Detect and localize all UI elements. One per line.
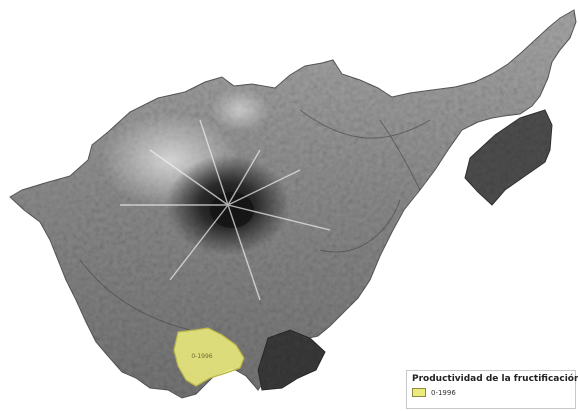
ridge-lines — [120, 119, 331, 301]
terrain-block-east — [464, 109, 553, 206]
legend-item: 0-1996 — [412, 388, 570, 397]
zone-label: 0-1996 — [191, 353, 212, 360]
island-terrain — [9, 9, 577, 399]
legend-title: Productividad de la fructificación — [412, 374, 578, 384]
legend-item-label: 0-1996 — [431, 388, 456, 397]
map-legend: Productividad de la fructificación 0-199… — [406, 370, 578, 409]
legend-swatch-yellow — [412, 388, 426, 397]
terrain-block-south — [257, 329, 326, 391]
productivity-zone — [173, 327, 245, 387]
